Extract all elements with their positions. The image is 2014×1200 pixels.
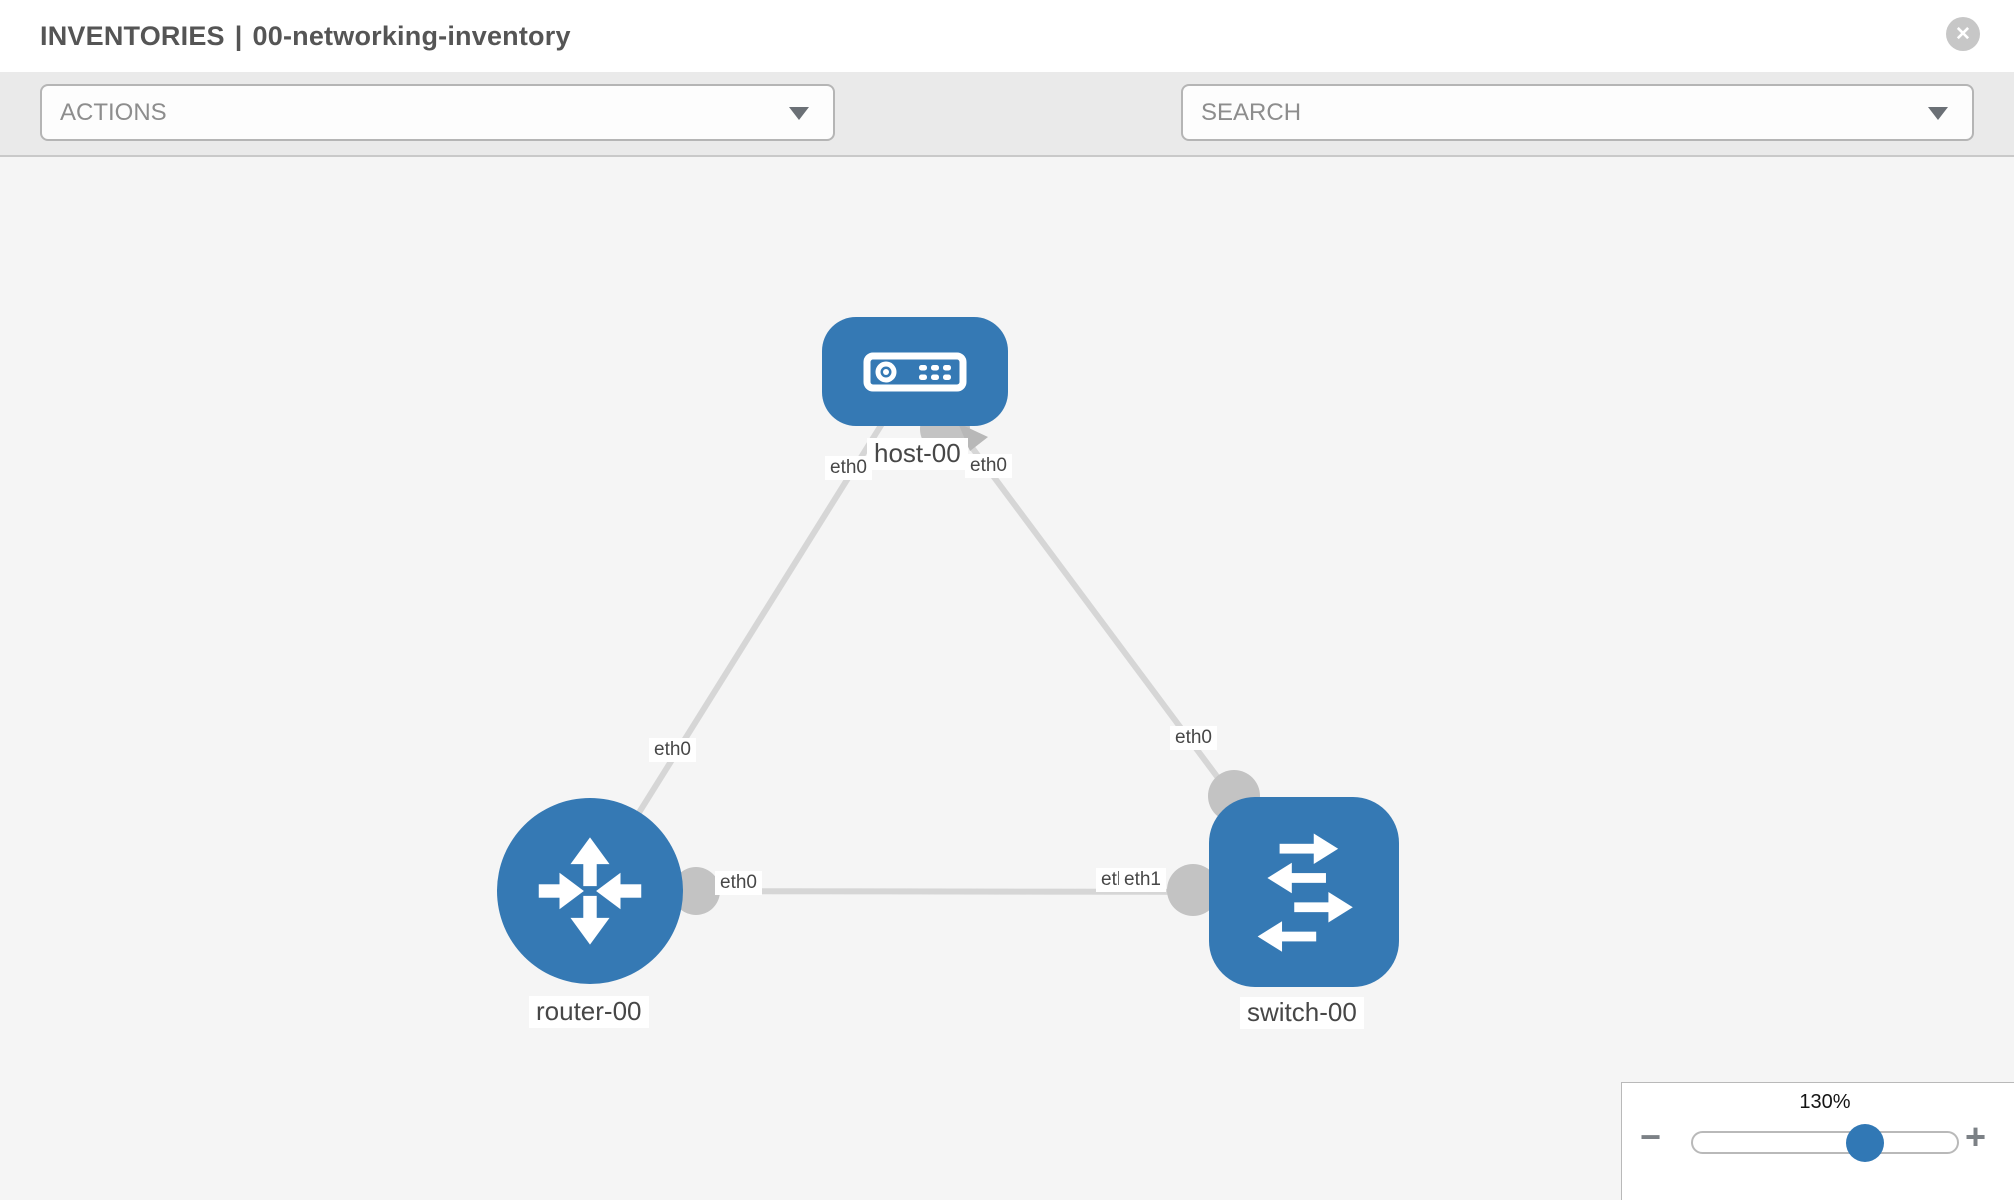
plus-icon: + [1965,1116,1987,1157]
node-label-host: host-00 [867,438,968,470]
link-arrowhead [958,423,988,451]
inventory-name: 00-networking-inventory [252,20,571,51]
zoom-slider-track[interactable] [1691,1131,1959,1154]
zoom-out-button[interactable]: − [1640,1119,1661,1155]
chevron-down-icon [1928,106,1948,120]
zoom-slider-handle[interactable] [1846,1124,1884,1162]
breadcrumb-separator: | [234,20,243,51]
page-title: INVENTORIES | 00-networking-inventory [40,21,571,52]
topology-links-layer [587,369,1306,916]
port-label-switch-link-end: eth0 [1170,726,1217,750]
close-icon: ✕ [1955,23,1971,45]
close-button[interactable]: ✕ [1946,17,1980,51]
port-label-host-left: eth0 [825,456,872,480]
actions-dropdown[interactable]: ACTIONS [40,84,835,141]
node-switch-00[interactable] [1209,797,1399,987]
search-dropdown[interactable]: SEARCH [1181,84,1974,141]
node-label-switch: switch-00 [1240,997,1364,1029]
port-label-horiz-switch-end-eth1: eth1 [1119,868,1166,892]
port-label-horiz-router-end: eth0 [715,871,762,895]
toolbar: ACTIONS SEARCH [0,72,2014,208]
host-icon [863,352,967,391]
search-dropdown-label: SEARCH [1201,98,1302,126]
node-host-00[interactable] [822,317,1008,426]
port-label-router-link-end: eth0 [649,738,696,762]
port-label-host-right: eth0 [965,454,1012,478]
router-icon [538,837,642,945]
connector-router-right[interactable] [672,867,720,915]
chevron-down-icon [789,106,809,120]
node-label-router: router-00 [529,996,649,1028]
zoom-in-button[interactable]: + [1965,1119,1986,1155]
topology-canvas[interactable]: host-00 eth0 eth0 eth0 eth0 eth0 eth0 et… [0,157,2014,1200]
minus-icon: − [1640,1116,1662,1157]
breadcrumb-section: INVENTORIES [40,20,225,51]
zoom-level-value: 130% [1799,1091,1851,1113]
window-header: INVENTORIES | 00-networking-inventory ✕ [0,0,2014,72]
actions-dropdown-label: ACTIONS [60,98,167,126]
node-router-00[interactable] [497,798,683,984]
switch-icon [1257,833,1353,952]
connector-switch-left[interactable] [1167,864,1219,916]
zoom-control-panel: 130% − + [1621,1082,2014,1200]
